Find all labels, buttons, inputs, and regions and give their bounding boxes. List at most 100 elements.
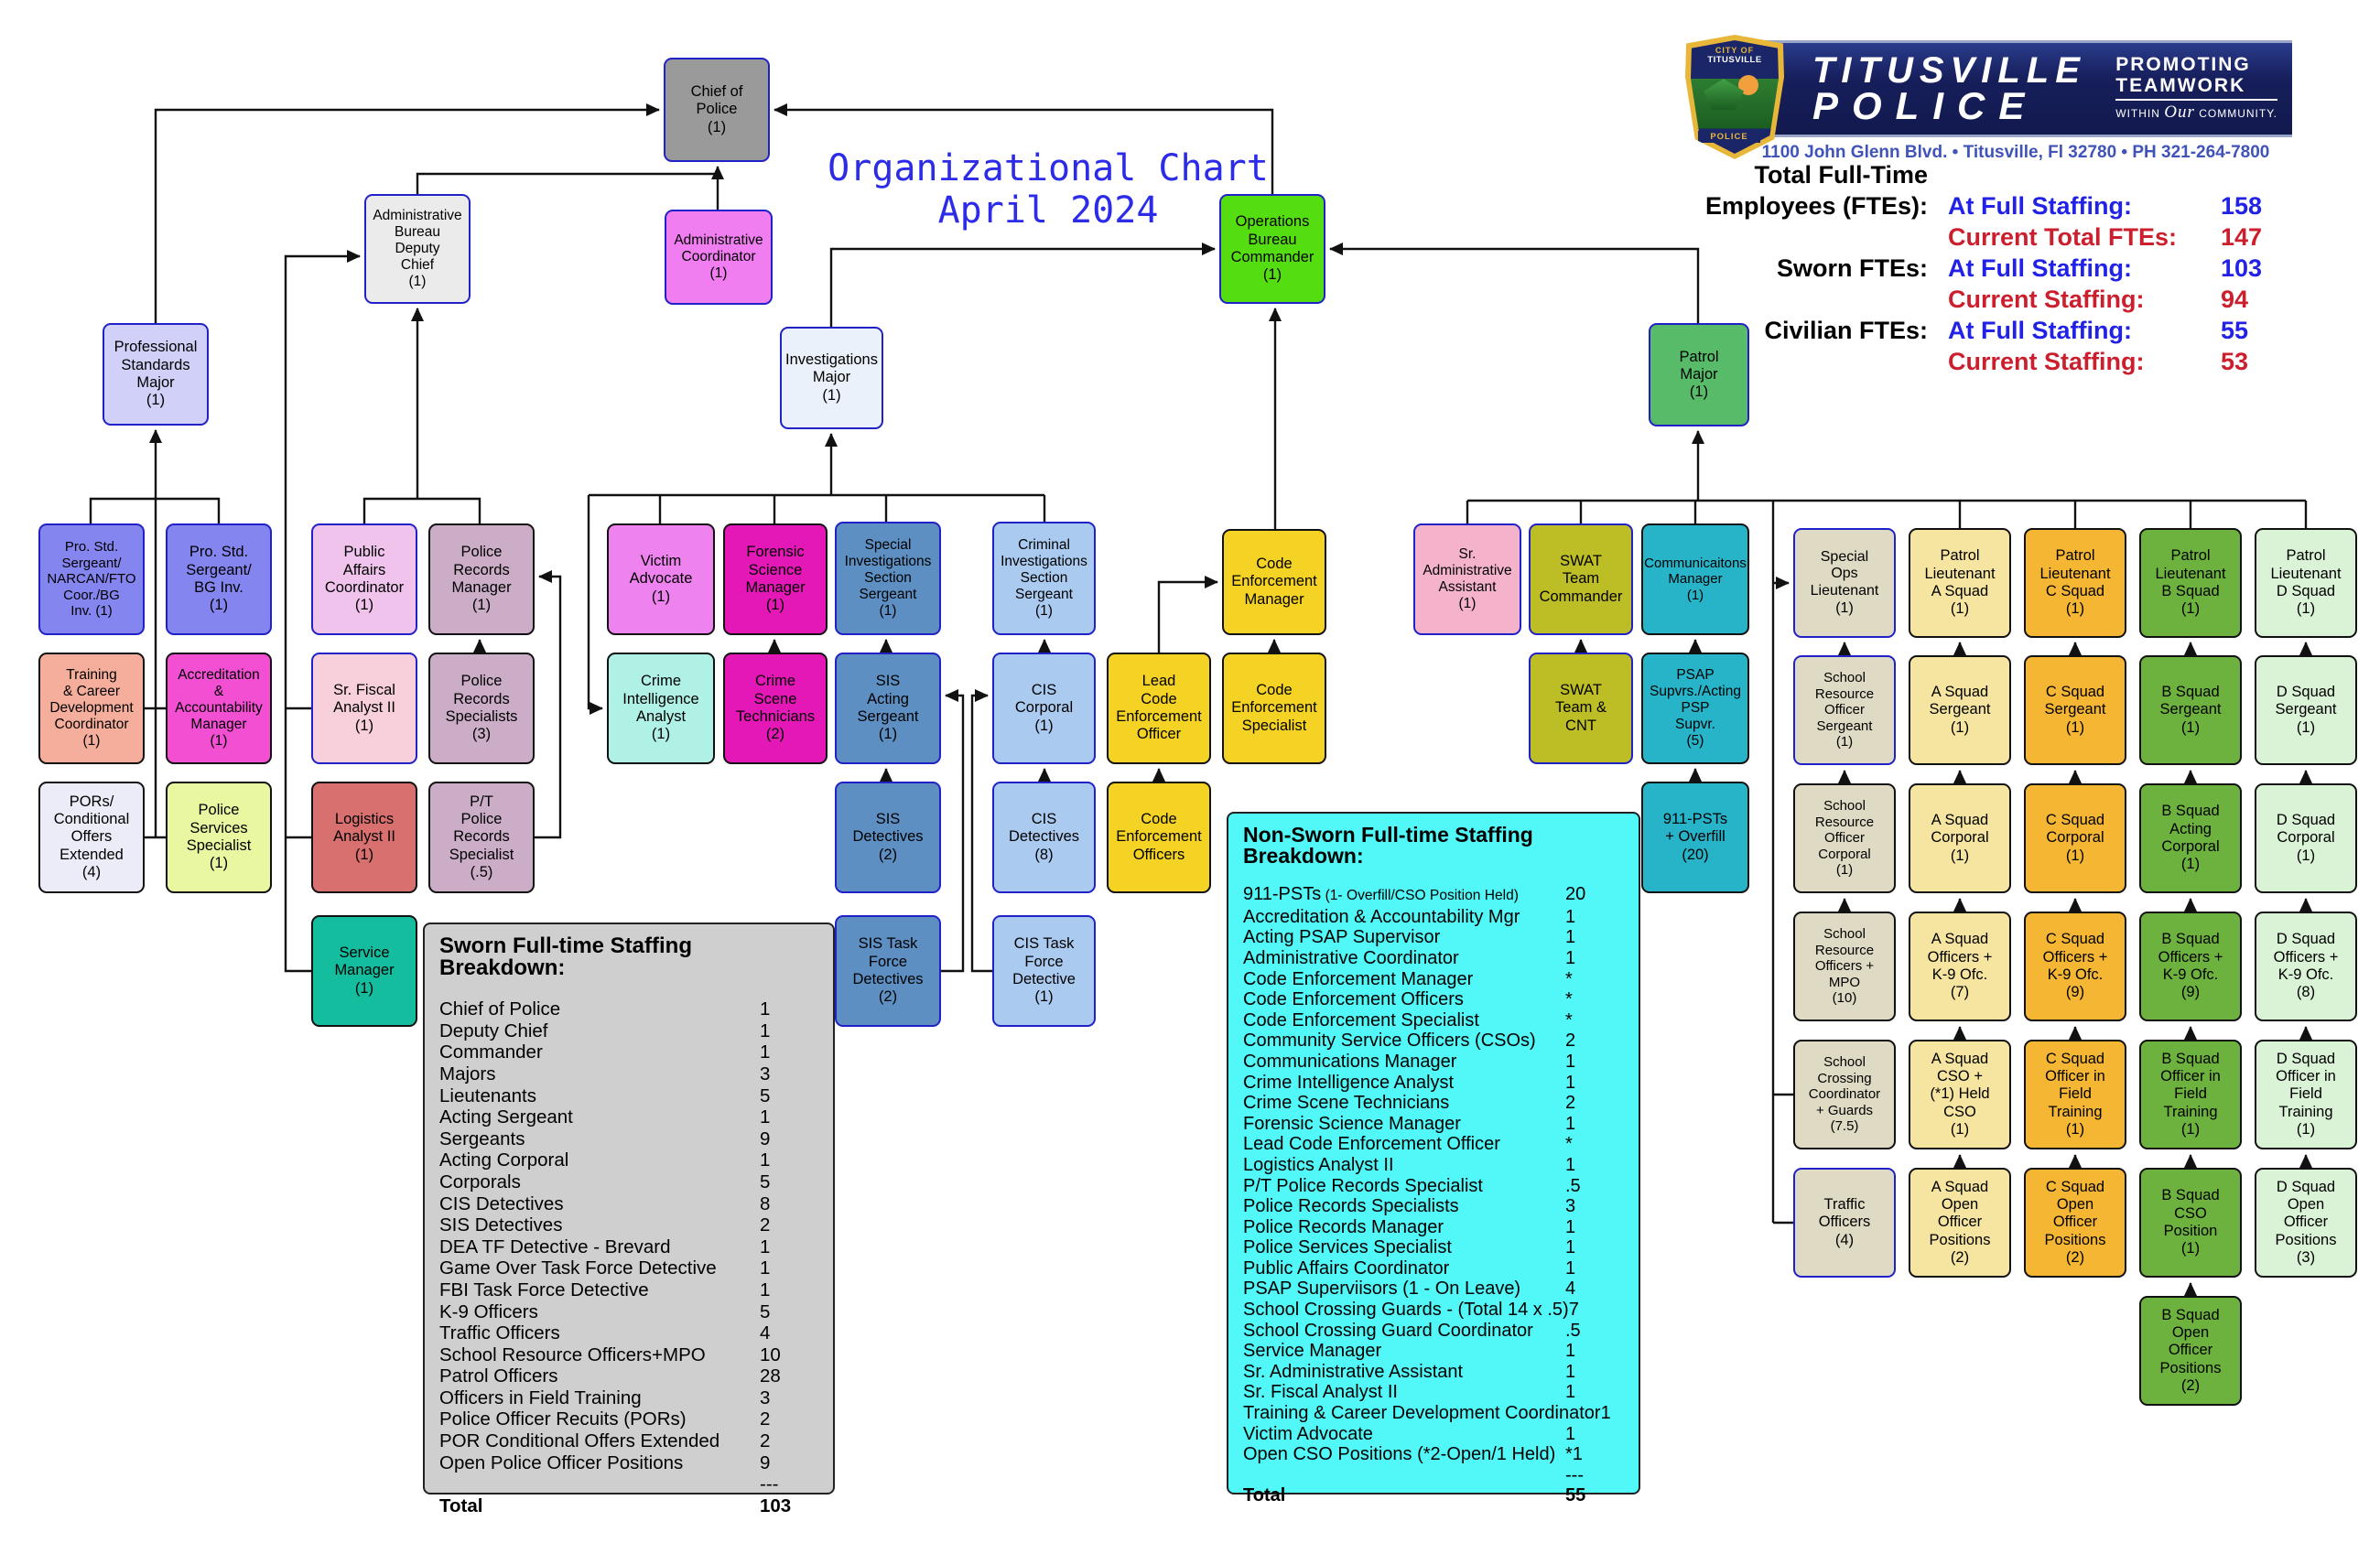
org-node-label-line: Officer xyxy=(2168,1342,2213,1359)
org-node-label-line: Corporal xyxy=(2161,838,2220,855)
org-node-label-line: B Squad xyxy=(2161,803,2220,820)
breakdown-row-value: 2 xyxy=(760,1408,771,1430)
breakdown-row-value: 1 xyxy=(760,1257,771,1279)
org-node-label-line: (1) xyxy=(709,265,728,282)
org-node-label-line: (1) xyxy=(1686,587,1704,603)
breakdown-row-value: * xyxy=(1565,1009,1573,1030)
org-node-label-line: Police xyxy=(460,673,503,690)
banner-wordmark-line1: TITUSVILLE xyxy=(1812,50,2086,92)
org-node-label-line: Pro. Std. xyxy=(189,544,249,561)
org-node-label-line: Sergeant xyxy=(2275,701,2337,718)
org-node-label-line: Resource xyxy=(1814,942,1875,958)
breakdown-row-label: Crime Scene Technicians xyxy=(1243,1093,1450,1114)
org-node-label-line: (1) xyxy=(408,274,427,290)
page-title-line1: Organizational Chart xyxy=(828,147,1269,189)
org-node-label-line: A Squad xyxy=(1931,931,1989,948)
org-node-label-line: & Career xyxy=(62,683,121,699)
org-node-label-line: Lead xyxy=(1141,673,1176,690)
org-node-label-line: Officer xyxy=(1824,830,1865,847)
org-node-label-line: SIS Task xyxy=(858,935,918,953)
org-node-label-line: Positions xyxy=(1929,1231,1991,1248)
breakdown-row-value: 1 xyxy=(1565,1154,1576,1175)
breakdown-separator-row: --- xyxy=(439,1473,818,1495)
org-node-label-line: Science xyxy=(748,561,803,578)
org-node-label-line: Criminal xyxy=(1018,536,1070,553)
breakdown-row-value: 3 xyxy=(760,1387,771,1408)
org-node-label-line: C Squad xyxy=(2045,1178,2105,1195)
breakdown-row-value: 8 xyxy=(760,1192,771,1214)
breakdown-row-value: 9 xyxy=(760,1128,771,1149)
breakdown-row-value: 1 xyxy=(1565,1382,1576,1403)
breakdown-row-value: 1 xyxy=(1565,1216,1576,1237)
breakdown-row-value: 7 xyxy=(1568,1300,1579,1321)
org-node-label-line: (1) xyxy=(1835,862,1854,879)
breakdown-row-value: 3 xyxy=(760,1063,771,1084)
badge-titusville: TITUSVILLE xyxy=(1707,55,1762,65)
org-node-label-line: BG Inv. xyxy=(194,579,243,596)
org-node-label-line: (1) xyxy=(879,603,897,620)
org-node-label-line: Open xyxy=(2056,1196,2094,1214)
breakdown-row-label: Sr. Administrative Assistant xyxy=(1243,1361,1464,1382)
stat-label: Total Full-Time xyxy=(1754,161,1928,189)
org-node-label-line: (1) xyxy=(209,597,229,614)
org-node-label-line: (1) xyxy=(1034,717,1054,734)
breakdown-row: Code Enforcement Specialist* xyxy=(1243,1010,1624,1031)
org-node-label-line: Police xyxy=(460,811,503,828)
org-node-label-line: Special xyxy=(1820,548,1869,565)
breakdown-row-value: 5 xyxy=(760,1171,771,1192)
org-node-label-line: School xyxy=(1823,926,1866,943)
breakdown-row-label: Code Enforcement Officers xyxy=(1243,989,1464,1010)
breakdown-row-label: Sr. Fiscal Analyst II xyxy=(1243,1382,1398,1403)
org-node-label-line: Acting xyxy=(867,690,909,707)
org-node-label-line: CIS xyxy=(1031,682,1057,699)
org-node-label-line: (1) xyxy=(765,597,785,614)
breakdown-row-label: Public Affairs Coordinator xyxy=(1243,1257,1450,1279)
breakdown-row-label: School Resource Officers+MPO xyxy=(439,1343,706,1365)
police-badge-icon: CITY OF TITUSVILLE POLICE xyxy=(1685,35,1784,159)
org-node-label-line: A Squad xyxy=(1931,1178,1989,1195)
breakdown-row-value: 1 xyxy=(1565,906,1576,927)
breakdown-row-label: Forensic Science Manager xyxy=(1243,1113,1461,1134)
org-node-label-line: D Squad xyxy=(2276,684,2336,701)
org-node-label-line: School xyxy=(1823,798,1866,815)
org-node-label-line: Lieutenant xyxy=(1810,583,1879,599)
breakdown-row-value: 10 xyxy=(760,1343,781,1365)
stat-value: 94 xyxy=(2221,286,2249,313)
org-node-label-line: Detectives xyxy=(852,828,924,846)
org-node-label-line: Administrative xyxy=(674,232,763,248)
org-node-label-line: (1) xyxy=(2065,847,2085,864)
org-node-label-line: Specialist xyxy=(1241,717,1307,734)
breakdown-row-value: * xyxy=(1565,968,1573,989)
org-node-label-line: (9) xyxy=(2065,984,2085,1001)
org-node-label-line: SIS xyxy=(875,811,901,828)
org-node-label-line: (1) xyxy=(1835,734,1854,750)
org-node-label-line: Patrol xyxy=(1679,348,1719,365)
org-node-label-line: Development xyxy=(49,699,134,716)
breakdown-row: P/T Police Records Specialist.5 xyxy=(1243,1176,1624,1197)
stat-sublabel: Current Staffing: xyxy=(1948,348,2145,375)
breakdown-row: 911-PSTs (1- Overfill/CSO Position Held)… xyxy=(1243,884,1624,907)
